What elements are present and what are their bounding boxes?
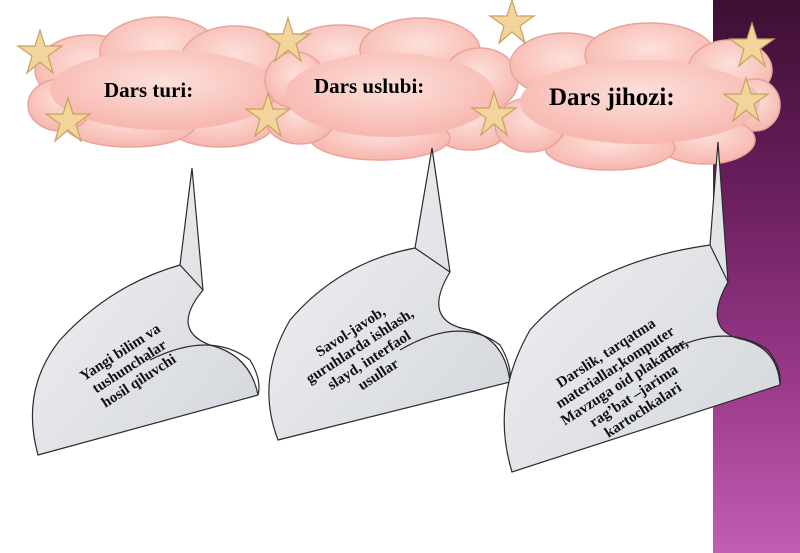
cloud-title-dars-uslubi: Dars uslubi:: [314, 74, 425, 98]
leaf-shape-3: [503, 141, 781, 473]
cloud-title-dars-jihozi: Dars jihozi:: [549, 84, 675, 111]
leaf-shape-2: [268, 147, 511, 441]
cloud-dars-jihozi: [494, 22, 781, 171]
cloud-dars-uslubi: [264, 17, 519, 161]
star-icon: [489, 0, 535, 44]
cloud-title-dars-turi: Dars turi:: [104, 78, 194, 102]
leaf-shape-1: [31, 167, 260, 456]
